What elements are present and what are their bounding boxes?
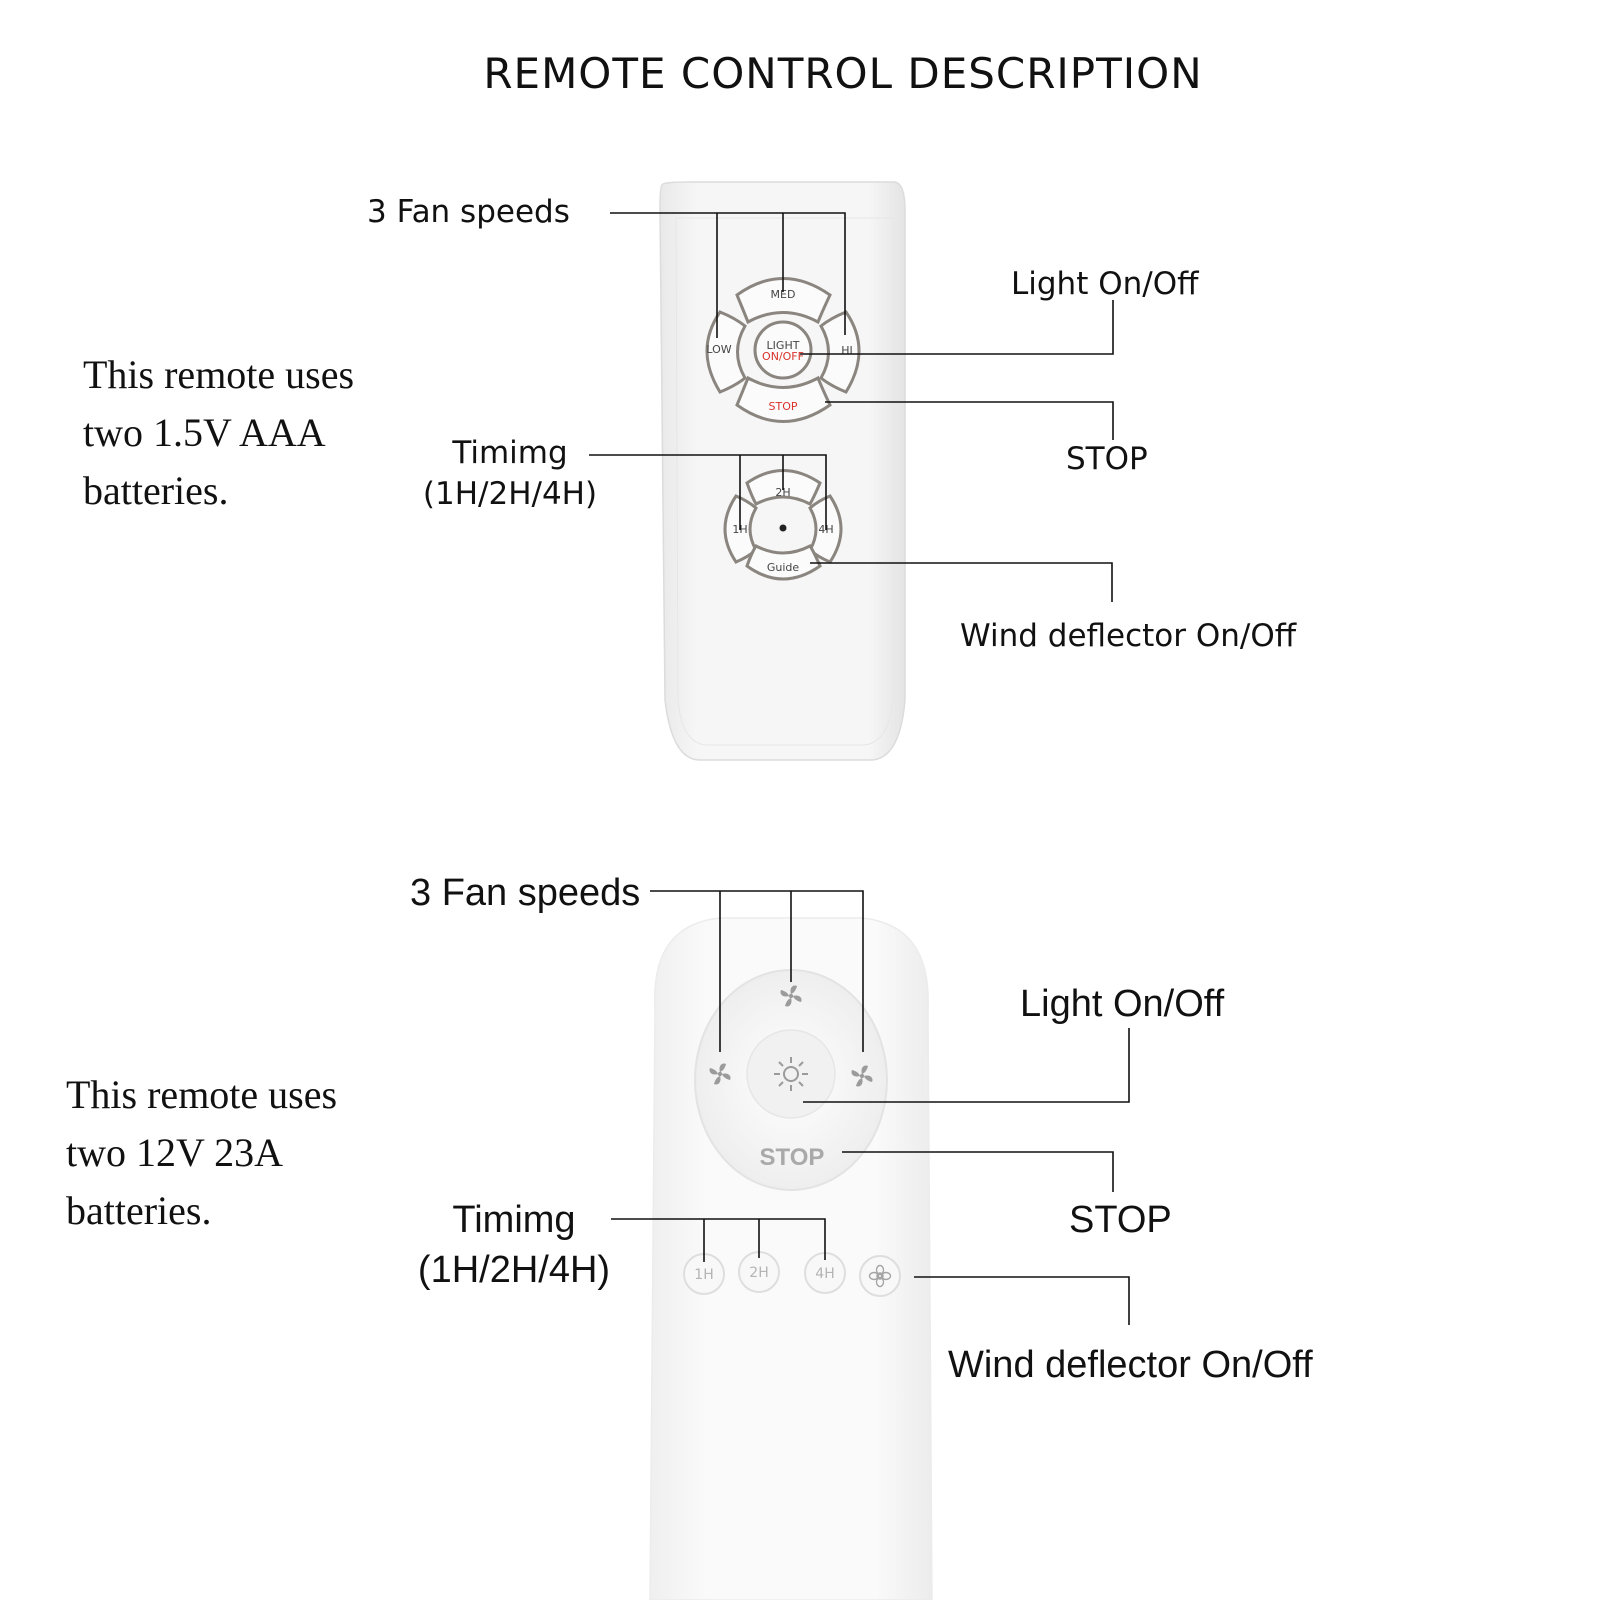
timer-2h-label-2: 2H: [749, 1265, 768, 1281]
wind-deflector-icon: [868, 1264, 892, 1288]
light-button[interactable]: [753, 320, 813, 380]
light-button-2[interactable]: [746, 1029, 836, 1119]
battery-note-2-line1: This remote uses: [66, 1072, 337, 1117]
stop-button-2[interactable]: STOP: [760, 1144, 825, 1171]
battery-note-1-line2: two 1.5V AAA: [83, 410, 326, 455]
stop-button[interactable]: [735, 375, 832, 423]
light-icon: [774, 1057, 808, 1091]
battery-note-2-line3: batteries.: [66, 1188, 212, 1233]
timing-callout-line2: (1H/2H/4H): [423, 476, 597, 512]
timer-1h-label-2: 1H: [694, 1267, 713, 1283]
timer-4h-label-2: 4H: [815, 1266, 834, 1282]
hi-button[interactable]: [819, 310, 861, 394]
light-callout: Light On/Off: [1011, 266, 1199, 302]
light-button-label-1: LIGHT: [767, 339, 800, 352]
guide-button-label: Guide: [767, 561, 800, 574]
battery-note-1-line3: batteries.: [83, 468, 229, 513]
fan-speeds-callout-2: 3 Fan speeds: [410, 872, 640, 914]
remote-2-leader-lines: [611, 890, 1130, 1325]
stop-callout: STOP: [1066, 441, 1148, 477]
wind-deflector-callout-2: Wind deflector On/Off: [948, 1344, 1313, 1386]
timing-callout-2-line1: Timimg: [452, 1199, 575, 1241]
light-callout-2: Light On/Off: [1020, 983, 1225, 1025]
remote-2-timer-buttons: 1H 2H 4H: [683, 1251, 901, 1297]
ir-dot-icon: [779, 524, 787, 532]
hi-button-label: HI: [841, 344, 853, 357]
guide-button[interactable]: [745, 544, 822, 581]
med-button-label: MED: [771, 288, 796, 301]
med-button[interactable]: [735, 277, 832, 325]
remote-1-leader-lines: [589, 212, 1114, 602]
remote-1: MED LOW HI STOP LIGHT ON/OFF 2H 1H 4H Gu…: [83, 181, 1297, 761]
wind-deflector-button-2[interactable]: [859, 1255, 901, 1297]
stop-callout-2: STOP: [1069, 1199, 1172, 1241]
light-button-label-2: ON/OFF: [762, 350, 804, 363]
stop-button-label: STOP: [769, 400, 798, 413]
remote-1-fan-pad: MED LOW HI STOP LIGHT ON/OFF: [705, 277, 861, 423]
timing-callout-2-line2: (1H/2H/4H): [418, 1249, 610, 1291]
timing-callout-line1: Timimg: [451, 435, 567, 471]
low-button-label: LOW: [706, 343, 731, 356]
battery-note-1-line1: This remote uses: [83, 352, 354, 397]
remote-2: STOP 1H 2H 4H: [66, 872, 1313, 1600]
battery-note-2-line2: two 12V 23A: [66, 1130, 283, 1175]
timer-2h-label: 2H: [775, 486, 790, 499]
fan-speeds-callout: 3 Fan speeds: [367, 194, 570, 230]
page-title: REMOTE CONTROL DESCRIPTION: [483, 49, 1202, 98]
wind-deflector-callout: Wind deflector On/Off: [960, 618, 1297, 654]
